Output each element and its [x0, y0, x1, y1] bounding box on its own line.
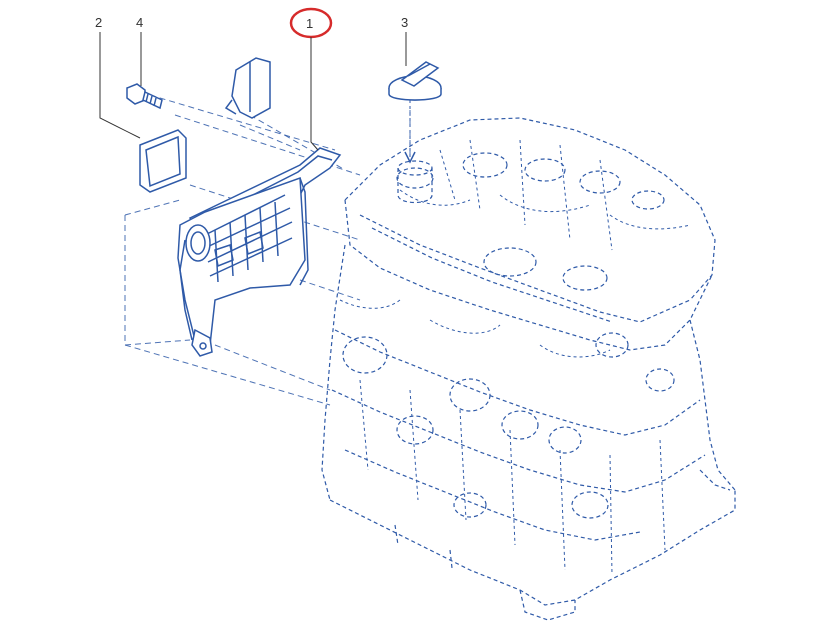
callout-number-2: 2 [95, 15, 102, 30]
callout-number-4: 4 [136, 15, 143, 30]
engine-block-outline [321, 117, 736, 621]
gasket-plate-part[interactable] [139, 129, 187, 193]
callout-number-1: 1 [306, 16, 313, 31]
timing-cover-part[interactable] [177, 147, 342, 357]
callout-1[interactable]: 1 [289, 7, 333, 151]
bolt-part[interactable] [126, 83, 163, 110]
callout-3[interactable]: 3 [401, 15, 408, 66]
callout-2[interactable]: 2 [95, 15, 141, 139]
small-bracket-part[interactable] [224, 57, 271, 119]
callout-4[interactable]: 4 [136, 15, 143, 86]
callout-number-3: 3 [401, 15, 408, 30]
oil-filler-cap-part[interactable] [388, 61, 442, 164]
